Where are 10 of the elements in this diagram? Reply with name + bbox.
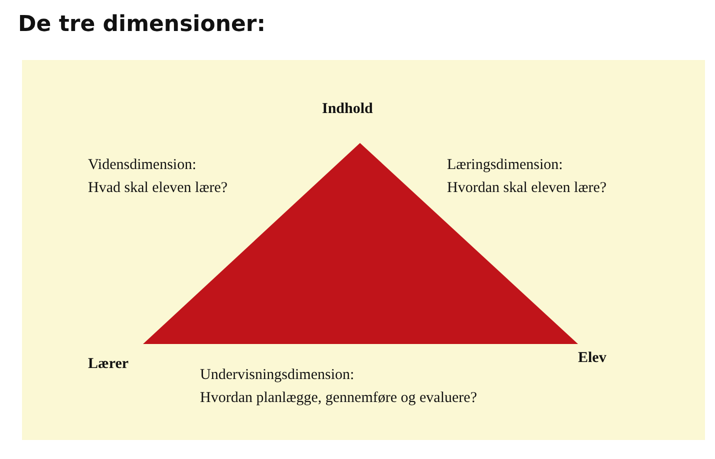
dimension-label: Hvad skal eleven lære? bbox=[88, 180, 228, 196]
title: De tre dimensioner: bbox=[18, 12, 266, 37]
dimension-label: Læringsdimension: bbox=[447, 157, 563, 174]
corner-label: Indhold bbox=[322, 101, 373, 118]
dimension-label: Hvordan planlægge, gennemføre og evaluere? bbox=[200, 390, 477, 406]
corner-label: Lærer bbox=[88, 356, 129, 372]
dimension-label: Undervisningsdimension: bbox=[200, 367, 354, 384]
dimension-label: Vidensdimension: bbox=[88, 157, 196, 174]
dimension-label: Hvordan skal eleven lære? bbox=[447, 180, 607, 196]
corner-label: Elev bbox=[578, 350, 606, 366]
